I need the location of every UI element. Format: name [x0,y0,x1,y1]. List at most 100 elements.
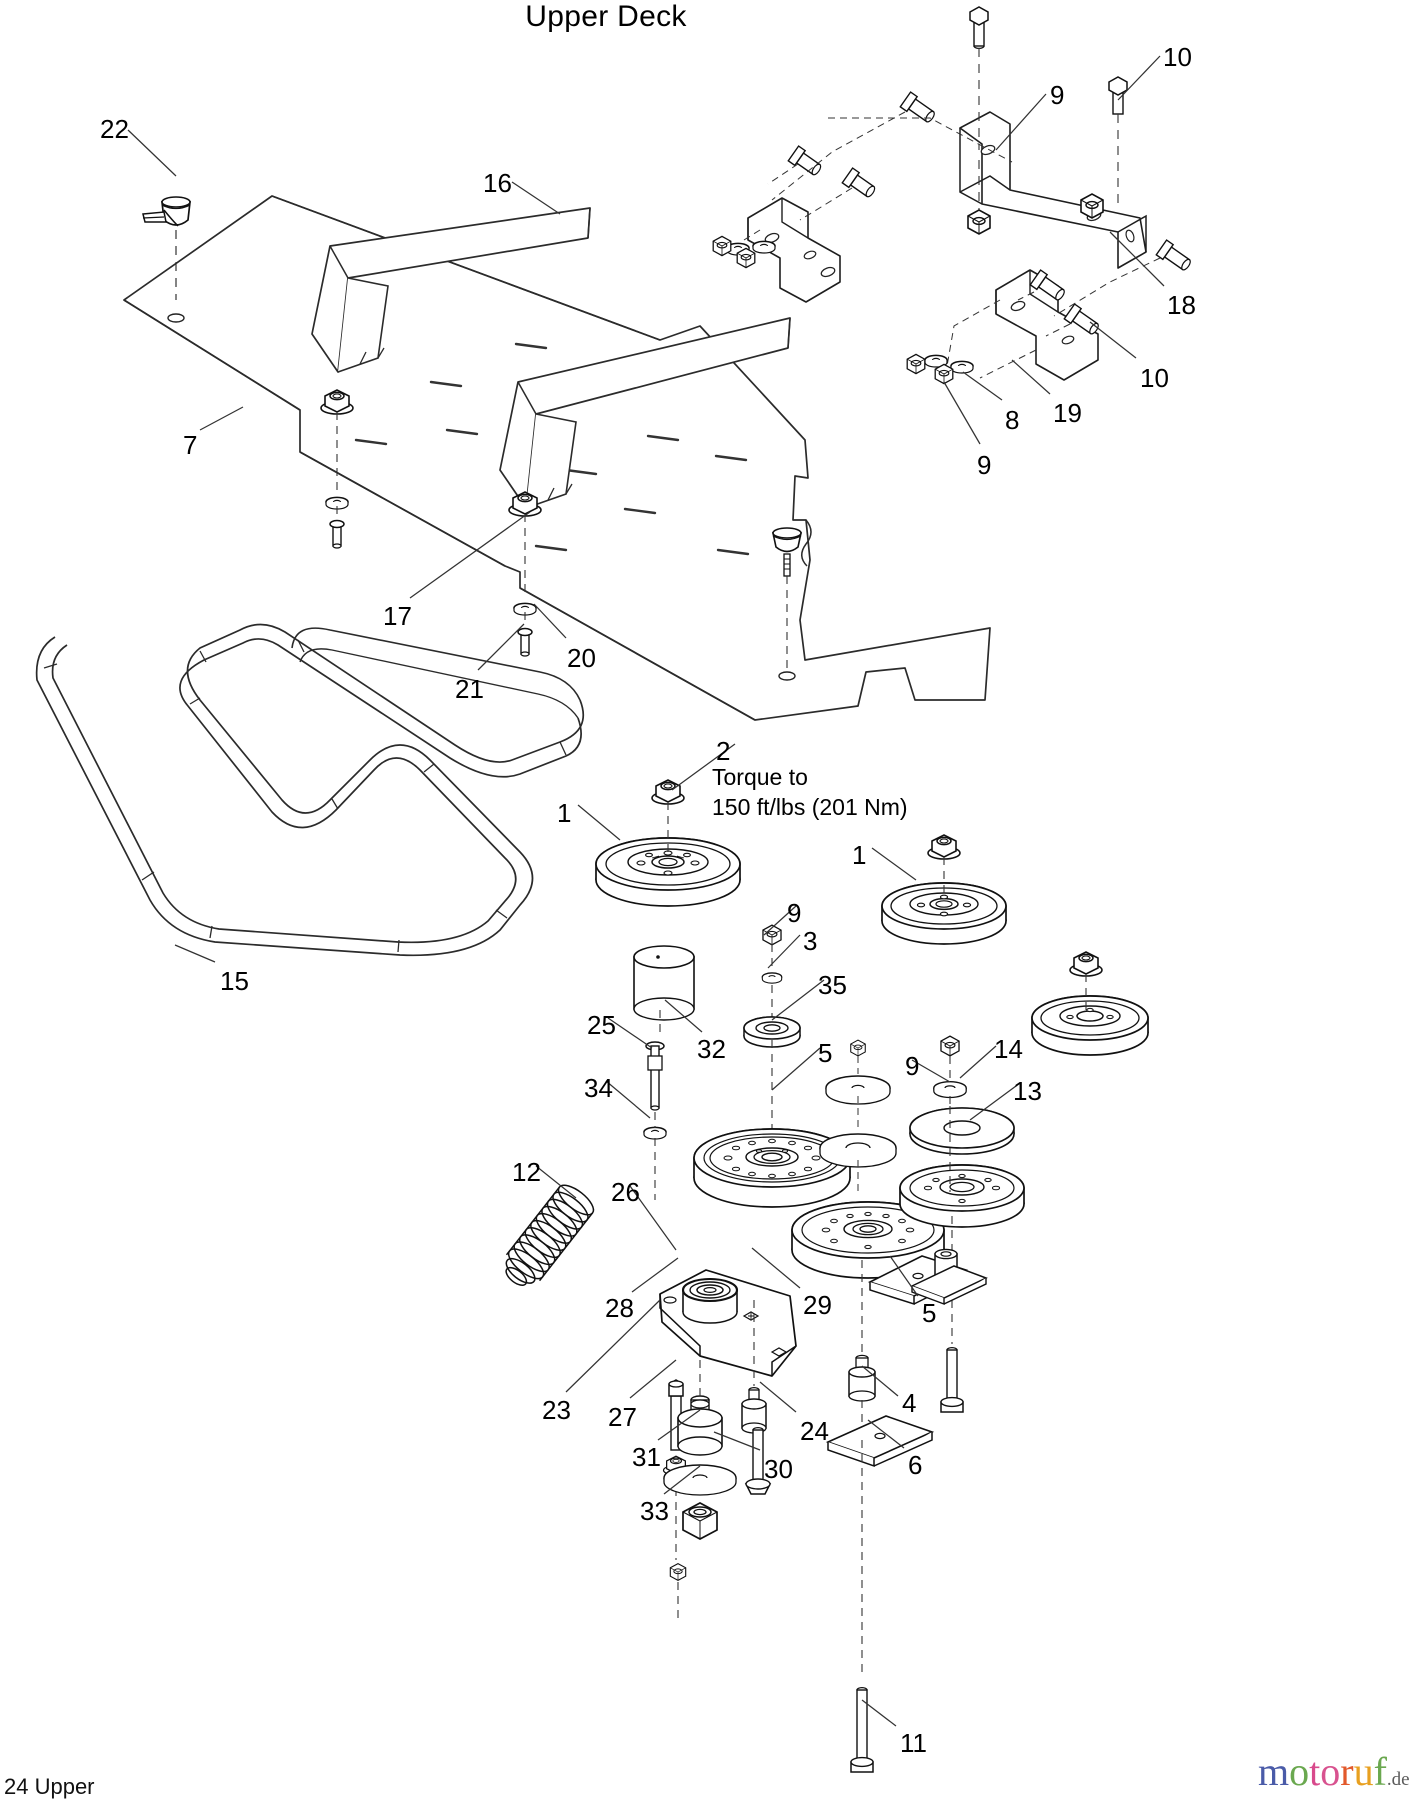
part-23-idler-bracket [659,1269,797,1377]
bolt-right-long [940,1346,964,1413]
callout-5: 5 [922,1298,937,1328]
leader-line [763,905,797,936]
leader-line [867,1419,905,1449]
callout-10: 10 [1140,363,1169,393]
deck-baffle-rail-lower [499,317,791,509]
leader-line [535,1165,577,1199]
watermark-letter: o [1289,1749,1310,1794]
mount-block-lower [910,1248,988,1306]
torque-note: Torque to 150 ft/lbs (201 Nm) [712,764,908,821]
part-33-locknut [682,1502,718,1540]
leader-line [533,603,567,639]
callout-1: 1 [557,798,572,828]
leader-line [995,93,1047,151]
callout-15: 15 [220,966,249,996]
part-35-bearing [743,1016,801,1048]
leader-line [657,1409,701,1441]
callout-17: 17 [383,601,412,631]
leader-line [664,999,703,1033]
part-spacer-mid-lower [848,1354,876,1402]
page-title: Upper Deck [525,0,687,33]
callout-4: 4 [902,1388,917,1418]
leader-line [565,1299,661,1393]
callout-5: 5 [818,1038,833,1068]
callout-19: 19 [1053,398,1082,428]
deck-knob [772,527,802,577]
leader-line [1089,321,1137,359]
watermark-letter: t [1309,1749,1321,1794]
callout-28: 28 [605,1293,634,1323]
part-30-washer [663,1464,737,1496]
callout-33: 33 [640,1496,669,1526]
watermark-tld: .de [1386,1769,1410,1790]
page-footer: 24 Upper [4,1774,95,1799]
part-25-bolt [645,1041,665,1111]
leader-line [713,1431,761,1451]
part-22-cap [142,196,191,227]
callout-35: 35 [818,970,847,1000]
leader-line [1011,359,1051,395]
leader-line [959,1045,997,1079]
part-29-spacer [741,1386,767,1434]
callout-3: 3 [803,926,818,956]
leader-line [511,181,561,215]
watermark-letter: f [1373,1749,1387,1794]
leader-line [861,1699,897,1727]
leader-line [759,1381,797,1413]
leader-line [629,1185,677,1251]
hex-nut-small-mid [850,1039,866,1057]
leader-line [771,979,825,1021]
leader-line [607,1017,653,1049]
callout-29: 29 [803,1290,832,1320]
leader-line [1117,55,1161,101]
part-34-washer [643,1126,667,1140]
callout-8: 8 [1005,405,1020,435]
part-6-plate [825,1415,935,1468]
part-13-plate [909,1107,1015,1155]
callout-26: 26 [611,1177,640,1207]
callout-13: 13 [1013,1076,1042,1106]
part-27-nut [669,1563,687,1581]
callout-20: 20 [567,643,596,673]
callout-11: 11 [900,1728,927,1758]
part-14-washer [933,1080,967,1099]
drive-belt-15 [35,623,585,957]
part-11-bolt [850,1686,874,1773]
leader-line [969,1085,1017,1121]
callout-9: 9 [787,898,802,928]
callout-24: 24 [800,1416,829,1446]
hex-nut-9-b [940,1035,960,1057]
leader-lines [127,55,1165,1727]
bracket-assembly-top [712,6,1191,385]
callout-9: 9 [905,1051,920,1081]
hardware-stack-17 [320,389,354,549]
callout-23: 23 [542,1395,571,1425]
part-24-shoulder-bolt [744,1426,772,1495]
callout-16: 16 [483,168,512,198]
leader-line [577,804,621,841]
callout-1: 1 [852,840,867,870]
flange-nut-right-pulley [1069,951,1103,977]
leader-line [871,847,917,881]
leader-line [962,371,1003,401]
pulley-5-upper [693,1128,851,1208]
callout-22: 22 [100,114,129,144]
part-31-bushing [677,1395,723,1456]
part-3-washer [761,972,783,984]
pulley-right-upper [1031,995,1149,1056]
leader-line [174,944,216,963]
leader-line [199,406,244,431]
leader-line [629,1359,677,1399]
pulley-1-right [881,882,1007,945]
callout-10: 10 [1163,42,1192,72]
leader-line [477,623,525,671]
leader-line [911,1059,951,1083]
callout-14: 14 [994,1034,1023,1064]
callout-18: 18 [1167,290,1196,320]
leader-line [127,129,177,177]
watermark-letter: m [1258,1749,1290,1794]
deck-baffle-rail-upper [311,207,591,373]
flange-nut-2 [651,779,685,805]
